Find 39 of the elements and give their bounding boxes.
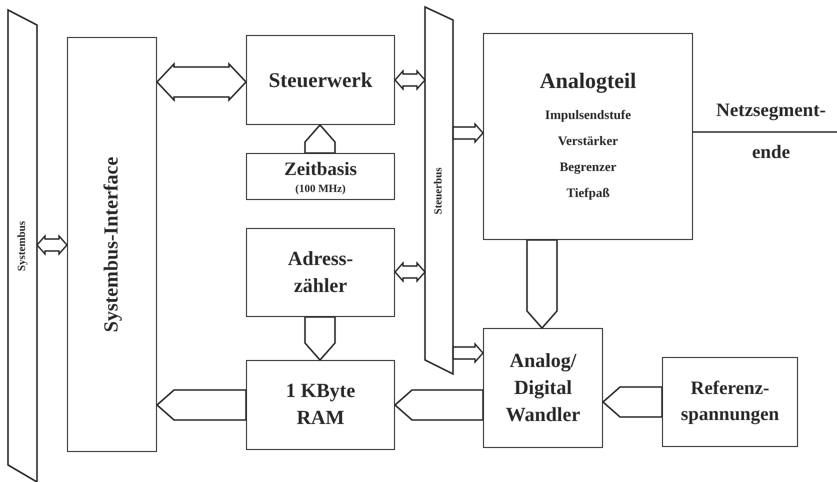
- bus-arrow: [452, 342, 484, 364]
- function-block: [246, 153, 395, 200]
- bus-band: [425, 7, 453, 374]
- block-label: Steuerwerk: [268, 66, 374, 94]
- function-block: [483, 33, 693, 240]
- block-label: Systembus-Interface: [100, 156, 124, 332]
- block-label: Analog/ Digital Wandler: [504, 348, 582, 428]
- bus-arrow: [394, 389, 484, 421]
- bus-arrow: [36, 234, 68, 256]
- function-block: [246, 228, 395, 317]
- bus-label: Steuerbus: [433, 166, 445, 214]
- stage-label: Begrenzer: [560, 158, 616, 176]
- function-block: [67, 37, 157, 452]
- function-block: [246, 35, 395, 125]
- bus-arrow: [452, 122, 484, 144]
- frequency-note: (100 MHz): [295, 182, 346, 196]
- signal-line: [693, 131, 837, 133]
- bus-arrow: [526, 239, 558, 330]
- stage-label: Impulsendstufe: [545, 106, 631, 124]
- function-block: [246, 360, 395, 450]
- function-block: [662, 357, 798, 447]
- bus-arrow: [304, 316, 336, 362]
- block-label: Zeitbasis: [283, 158, 358, 182]
- stage-label: Tiefpaß: [566, 184, 610, 202]
- bus-arrow: [156, 62, 248, 102]
- bus-arrow: [394, 69, 426, 91]
- edge-label: Netzsegment- ende: [715, 99, 827, 165]
- bus-arrow: [602, 386, 663, 418]
- stage-label: Verstärker: [558, 132, 618, 150]
- bus-arrow: [394, 261, 426, 283]
- function-block: [483, 328, 603, 448]
- bus-band: [8, 10, 37, 482]
- block-label: Referenz- spannungen: [680, 377, 780, 427]
- block-label: Adress- zähler: [286, 246, 354, 298]
- bus-label: Systembus: [16, 220, 28, 272]
- block-label: 1 KByte RAM: [284, 379, 356, 431]
- bus-arrow: [156, 389, 247, 421]
- block-heading: Analogteil: [540, 68, 636, 94]
- bus-arrow: [304, 124, 336, 154]
